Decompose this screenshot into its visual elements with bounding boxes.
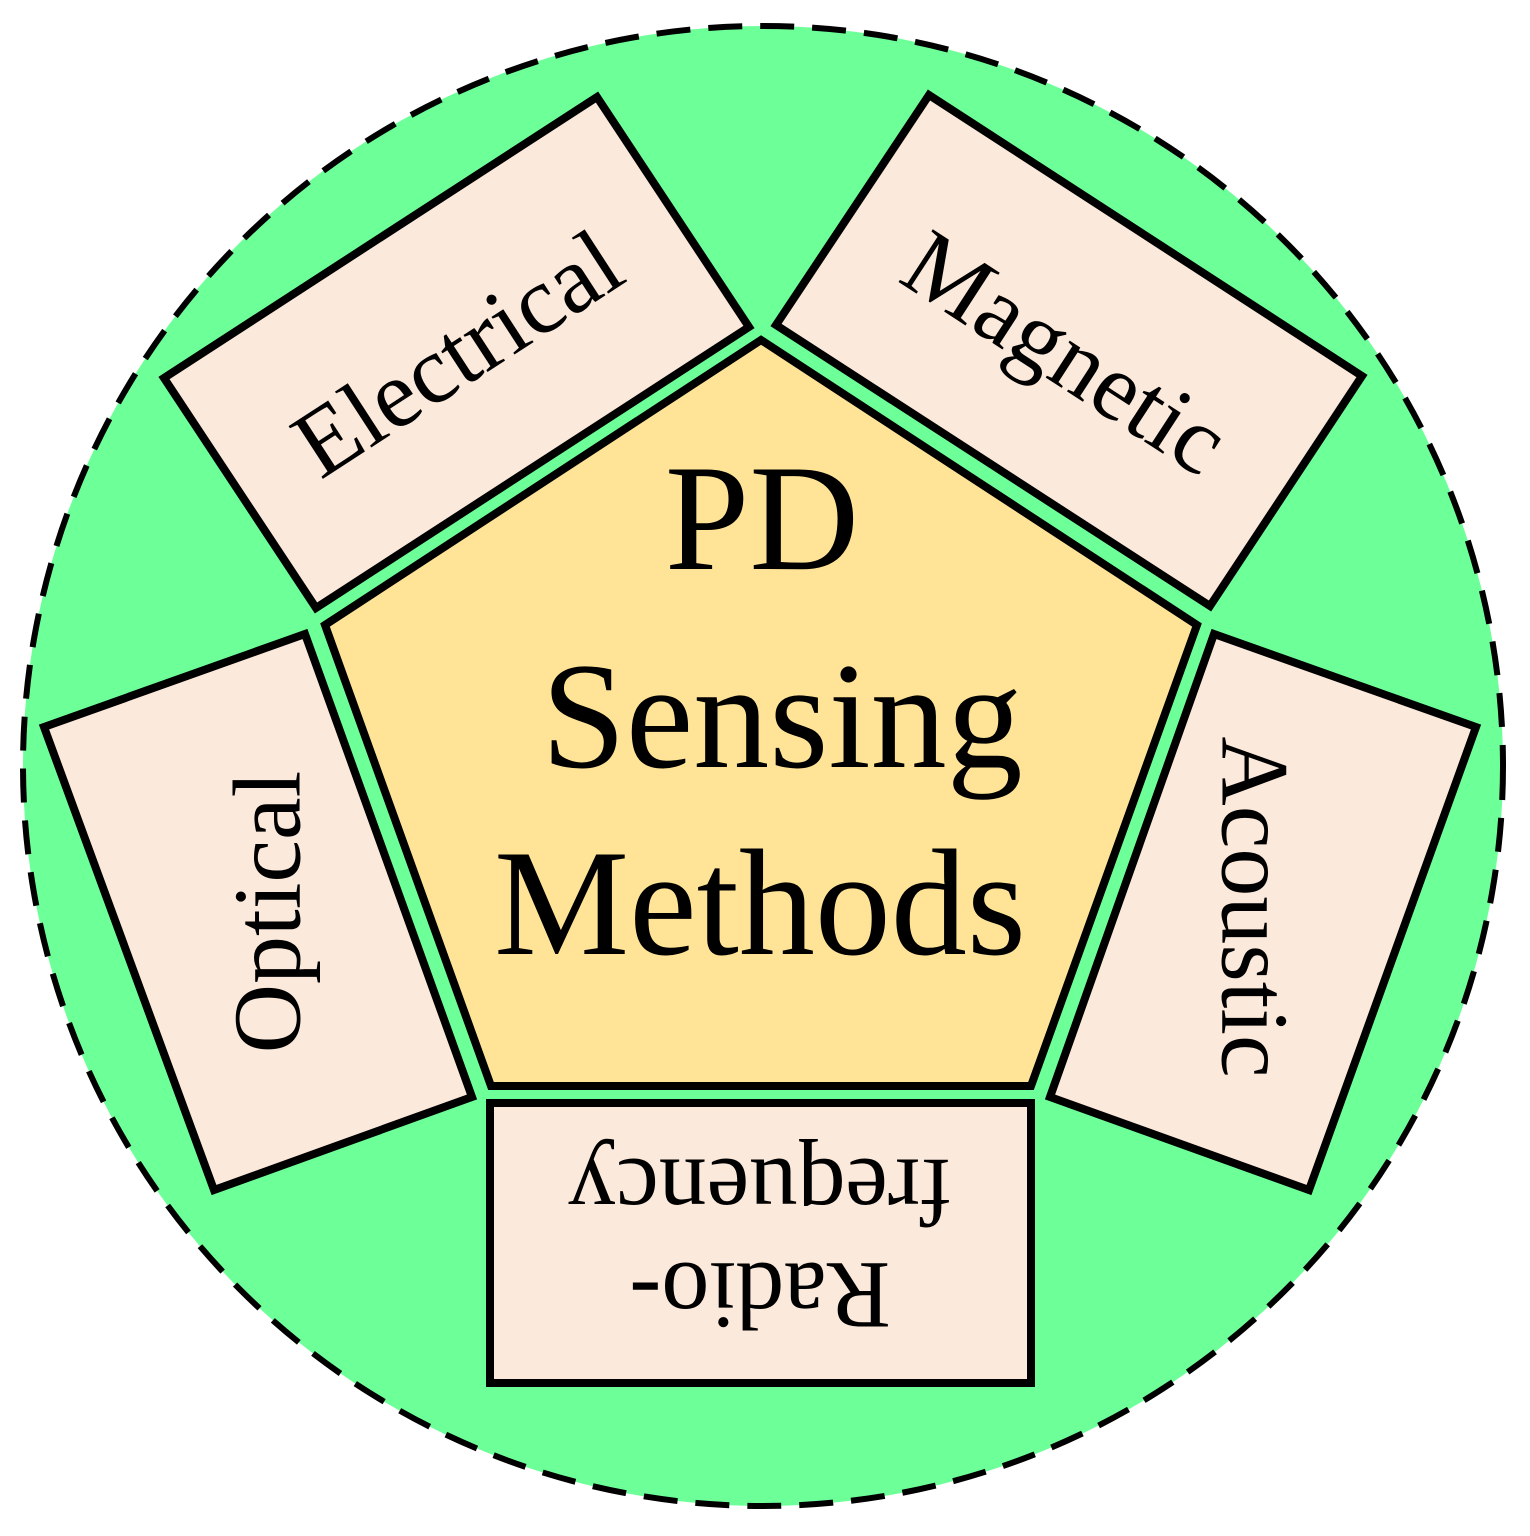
magnetic-box-shape [770,89,1368,612]
method-box-optical: Optical [38,628,478,1196]
acoustic-box-shape [1044,628,1482,1196]
method-box-radio-frequency: Radio- frequency [486,1099,1035,1387]
electrical-box-shape [158,91,755,614]
optical-box-shape [38,628,478,1196]
center-pentagon: PD Sensing Methods [320,335,1202,1090]
radio-frequency-box-shape [486,1099,1035,1387]
method-box-electrical: Electrical [158,91,755,614]
optical-label: Optical [214,771,321,1054]
center-title-line1: PD [665,434,859,602]
radio-frequency-label-line2: frequency [568,1139,952,1246]
acoustic-label: Acoustic [1202,736,1309,1077]
center-title-line3: Methods [494,819,1026,987]
radio-frequency-label-line1: Radio- [629,1243,890,1350]
center-title-line2: Sensing [541,632,1022,800]
pentagon-shape [320,335,1202,1090]
method-box-acoustic: Acoustic [1044,628,1482,1196]
